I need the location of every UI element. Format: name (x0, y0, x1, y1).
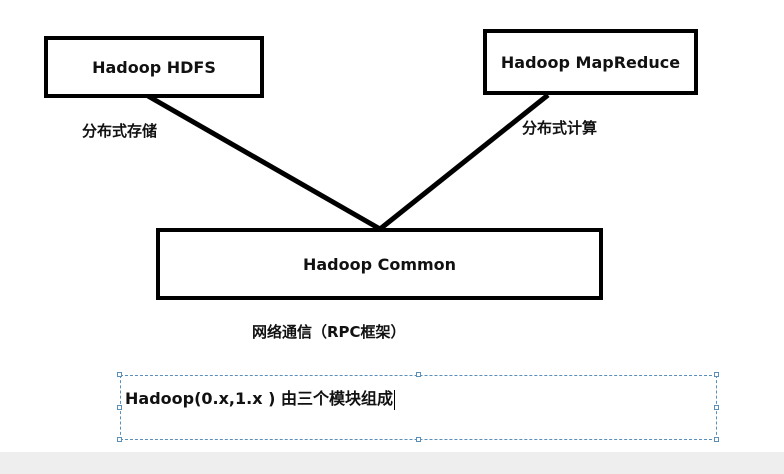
common-box[interactable]: Hadoop Common (156, 228, 603, 300)
resize-handle-top-right[interactable] (714, 372, 719, 377)
selected-textbox[interactable]: Hadoop(0.x,1.x ) 由三个模块组成 (120, 375, 717, 440)
mapreduce-box[interactable]: Hadoop MapReduce (483, 29, 698, 95)
resize-handle-bottom-center[interactable] (416, 437, 421, 442)
mapreduce-box-label: Hadoop MapReduce (500, 52, 681, 72)
resize-handle-top-left[interactable] (117, 372, 122, 377)
textbox-content[interactable]: Hadoop(0.x,1.x ) 由三个模块组成 (125, 385, 395, 410)
common-box-label: Hadoop Common (302, 254, 457, 274)
bottom-strip (0, 452, 784, 474)
hdfs-box[interactable]: Hadoop HDFS (44, 36, 264, 98)
mapreduce-caption: 分布式计算 (522, 119, 598, 137)
resize-handle-middle-left[interactable] (117, 405, 122, 410)
hdfs-caption: 分布式存储 (82, 122, 158, 140)
hdfs-to-common-line (146, 93, 382, 232)
common-caption: 网络通信（RPC框架） (252, 323, 406, 341)
resize-handle-bottom-right[interactable] (714, 437, 719, 442)
text-caret (394, 389, 395, 410)
mapreduce-to-common-line (378, 93, 550, 231)
textbox-text: Hadoop(0.x,1.x ) 由三个模块组成 (125, 389, 393, 408)
hdfs-box-label: Hadoop HDFS (92, 57, 216, 77)
resize-handle-middle-right[interactable] (714, 405, 719, 410)
resize-handle-bottom-left[interactable] (117, 437, 122, 442)
resize-handle-top-center[interactable] (416, 372, 421, 377)
